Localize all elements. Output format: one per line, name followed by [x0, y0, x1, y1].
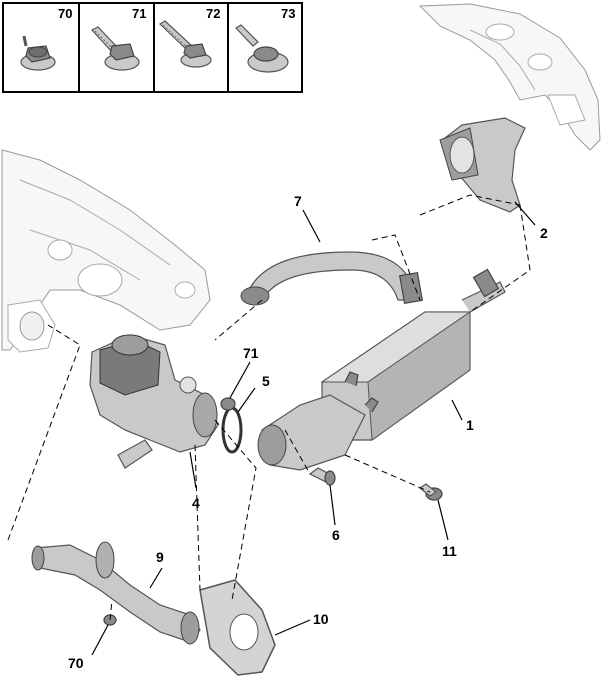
- assembly-guide-lines: [7, 194, 531, 621]
- callout-5: 5: [262, 373, 270, 389]
- fastener-cell-73: 73: [235, 6, 295, 73]
- part-1-egr-cooler: [257, 268, 506, 471]
- callout-11: 11: [442, 543, 457, 559]
- callout-labels: 1 2 4 5 6 7 9 10 11 70 71: [68, 193, 548, 671]
- part-7-bypass-hose: [240, 251, 423, 306]
- callout-6: 6: [332, 527, 340, 543]
- fastener-table-frame: [2, 2, 303, 93]
- flange-bolt-icon: [91, 26, 140, 71]
- callout-71: 71: [243, 345, 259, 361]
- callout-9: 9: [156, 549, 164, 565]
- callout-10: 10: [313, 611, 329, 627]
- callout-1: 1: [466, 417, 474, 433]
- callout-2: 2: [540, 225, 548, 241]
- part-5-gasket: [221, 406, 243, 454]
- callout-7: 7: [294, 193, 302, 209]
- part-11-bolt: [418, 483, 443, 501]
- part-9-egr-pipe: [31, 541, 201, 645]
- callout-4: 4: [192, 495, 200, 511]
- fastener-ref-73: 73: [281, 6, 295, 21]
- fastener-ref-70: 70: [58, 6, 72, 21]
- part-71-bolt: [220, 397, 236, 411]
- part-4-egr-valve: [89, 334, 219, 469]
- fastener-ref-71: 71: [132, 6, 146, 21]
- part-10-flange-gasket: [199, 579, 276, 676]
- fastener-cell-72: 72: [159, 6, 220, 68]
- fastener-cell-71: 71: [91, 6, 146, 71]
- leader-lines: [91, 201, 536, 656]
- exhaust-manifold-ghost: [418, 3, 601, 151]
- part-2-outlet-elbow: [439, 117, 526, 213]
- fastener-cell-70: 70: [20, 6, 72, 71]
- intake-manifold-ghost: [1, 149, 211, 353]
- flange-nut-icon: [20, 35, 56, 71]
- fastener-table: 70 71 72: [2, 2, 303, 93]
- fastener-ref-72: 72: [206, 6, 220, 21]
- part-6-bolt: [308, 467, 336, 486]
- callout-70: 70: [68, 655, 84, 671]
- long-flange-bolt-icon: [159, 20, 212, 68]
- screw-with-washer-icon: [235, 24, 289, 73]
